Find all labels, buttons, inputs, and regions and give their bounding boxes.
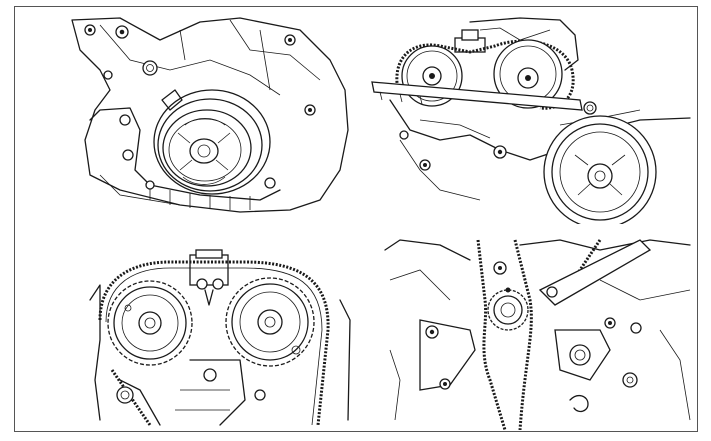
- bolt-icon: [84, 24, 316, 190]
- camshaft-sprocket-right: [225, 277, 315, 367]
- panel-bottom-right: [384, 239, 691, 430]
- panel-top-right: [371, 17, 691, 224]
- outer-border: [14, 6, 698, 432]
- crankshaft-pulley: [153, 89, 271, 195]
- panel-bottom-left: [89, 249, 351, 426]
- crankshaft-pulley: [543, 115, 657, 224]
- camshaft-sprocket-left: [107, 280, 193, 366]
- crankshaft-sprocket: [487, 287, 529, 331]
- panel-top-left: [71, 17, 349, 213]
